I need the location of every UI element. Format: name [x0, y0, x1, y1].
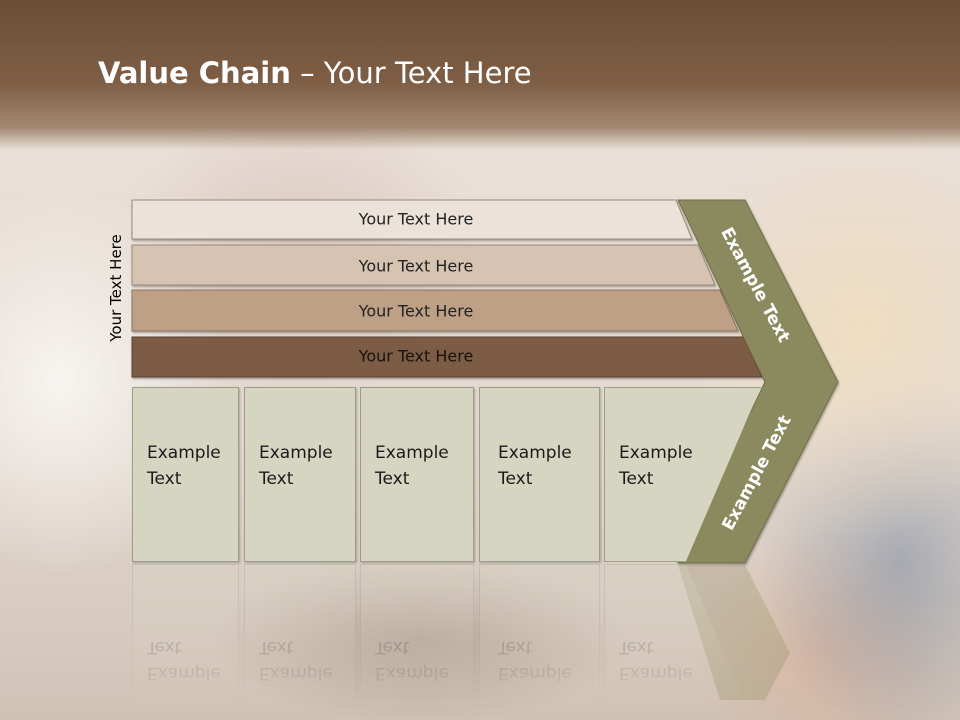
column-1-line1: Example	[147, 443, 221, 463]
column-3-reflection: Example Text	[360, 564, 474, 720]
column-2-line1: Example	[259, 443, 333, 463]
chevron-arrow	[677, 199, 839, 564]
column-3-reflection-text: Example Text	[375, 634, 449, 686]
column-2-reflection-line2: Text	[259, 637, 294, 657]
column-1-reflection-line1: Example	[147, 663, 221, 683]
column-2-reflection: Example Text	[244, 564, 356, 720]
column-4-reflection: Example Text	[479, 564, 600, 720]
column-4-line1: Example	[498, 443, 572, 463]
column-2-reflection-line1: Example	[259, 663, 333, 683]
bar-1-shape	[131, 199, 693, 240]
columns-reflection: Example Text Example Text Example Text Exam…	[0, 564, 960, 720]
column-5-reflection-line1: Example	[619, 663, 693, 683]
column-3-reflection-line2: Text	[375, 637, 410, 657]
title-bold: Value Chain	[98, 56, 291, 90]
column-4-reflection-line1: Example	[498, 663, 572, 683]
column-5-reflection-text: Example Text	[619, 634, 693, 686]
column-1-reflection-line2: Text	[147, 637, 182, 657]
column-5-reflection: Example Text	[604, 564, 761, 720]
bar-1-label: Your Text Here	[358, 209, 474, 229]
bar-2-shape	[131, 244, 716, 286]
bar-2-label: Your Text Here	[358, 256, 474, 276]
column-5-reflection-line2: Text	[619, 637, 654, 657]
column-4-line2: Text	[498, 469, 533, 489]
slide-title: Value Chain – Your Text Here	[98, 56, 532, 90]
column-4-reflection-line2: Text	[498, 637, 533, 657]
bar-4-shape	[131, 336, 763, 378]
chevron-reflection	[678, 565, 790, 700]
title-rest: – Your Text Here	[290, 56, 532, 90]
column-2-reflection-text: Example Text	[259, 634, 333, 686]
column-1-reflection: Example Text	[132, 564, 239, 720]
column-3-line2: Text	[375, 469, 410, 489]
column-3-line1: Example	[375, 443, 449, 463]
column-2-line2: Text	[259, 469, 294, 489]
column-3-reflection-line1: Example	[375, 663, 449, 683]
bar-3-label: Your Text Here	[358, 301, 474, 321]
column-1-line2: Text	[147, 469, 182, 489]
bar-4-label: Your Text Here	[358, 346, 474, 366]
column-5-line2: Text	[619, 469, 654, 489]
title-band	[0, 0, 960, 150]
column-4-reflection-text: Example Text	[498, 634, 572, 686]
column-1-reflection-text: Example Text	[147, 634, 221, 686]
column-5-line1: Example	[619, 443, 693, 463]
bar-3-shape	[131, 289, 739, 332]
